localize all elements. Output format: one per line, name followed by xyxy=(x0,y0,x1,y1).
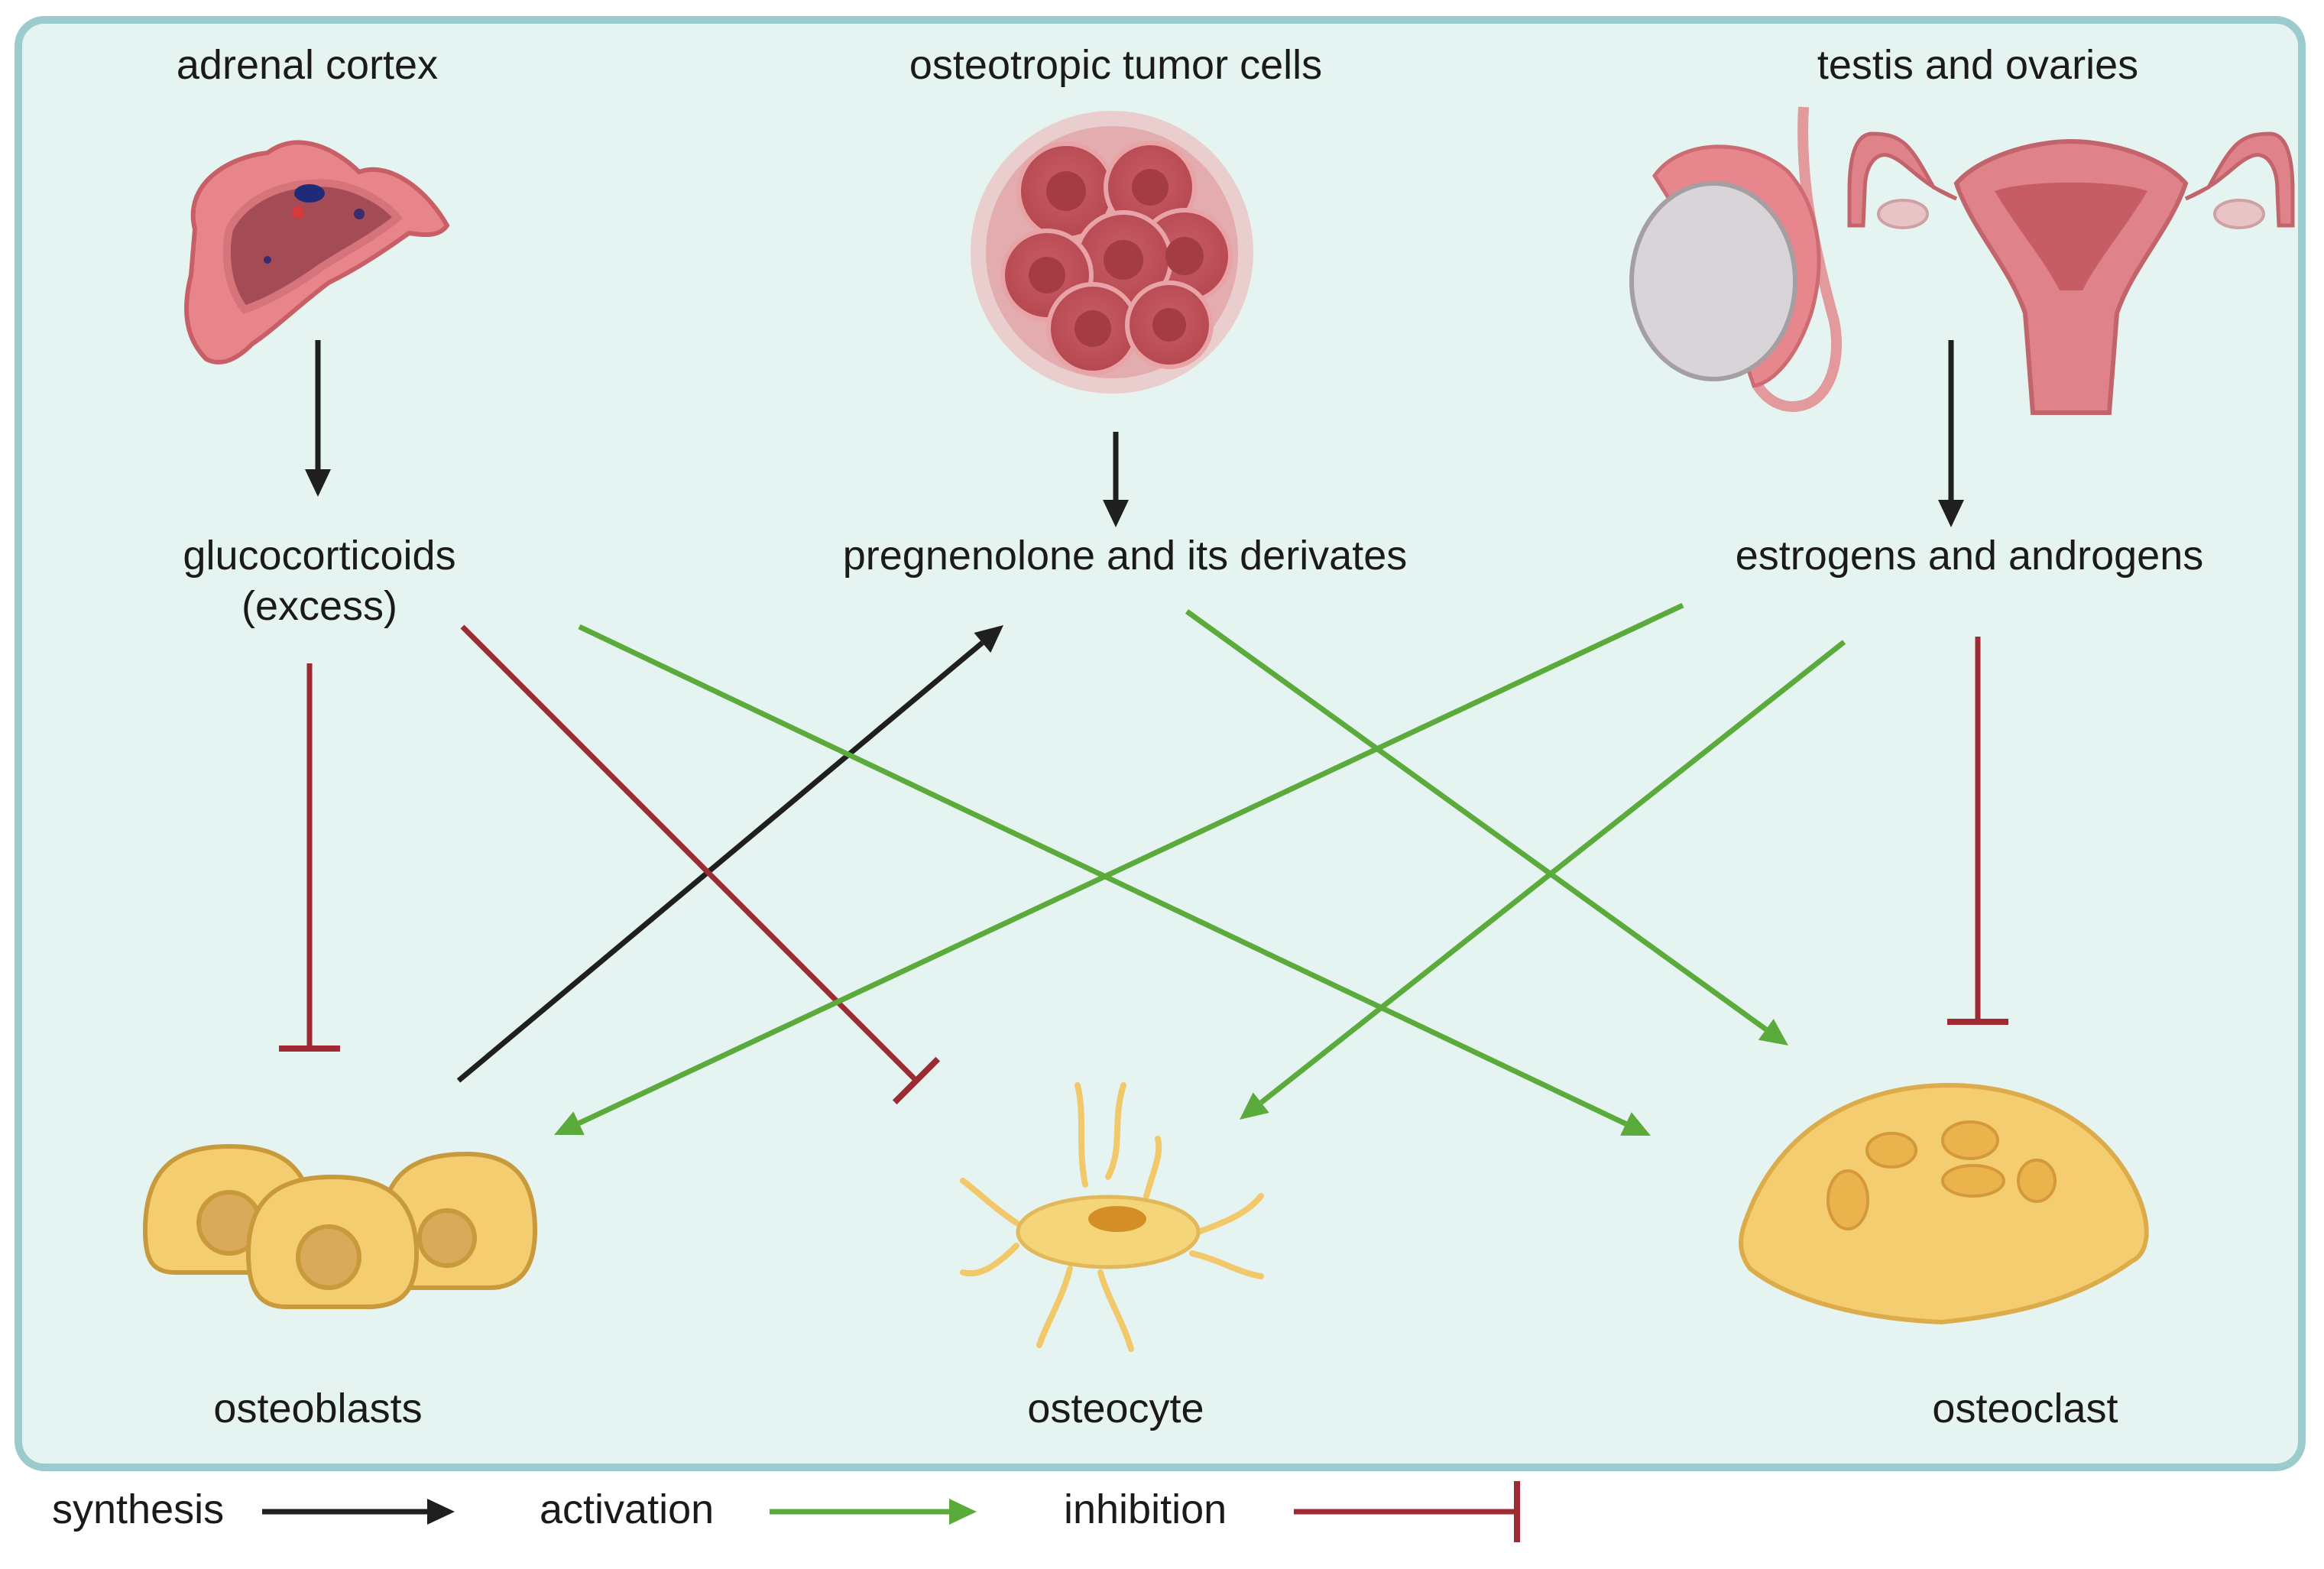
edge-sex-steroids-activate-osteocyte xyxy=(1240,640,1846,1120)
edge-glucocorticoids-inhibit-osteoblasts xyxy=(279,663,340,1052)
label-osteoclast: osteoclast xyxy=(1932,1386,2118,1431)
label-glucocorticoids: glucocorticoids xyxy=(183,533,456,579)
uterus-ovaries-icon xyxy=(1847,131,2295,415)
label-adrenal-cortex: adrenal cortex xyxy=(176,42,439,88)
legend-synthesis-label: synthesis xyxy=(52,1486,225,1532)
tumor-cells-icon xyxy=(971,111,1253,394)
label-osteocyte: osteocyte xyxy=(1027,1386,1204,1431)
edge-adrenal-to-glucocorticoids xyxy=(305,340,331,497)
legend-activation-line xyxy=(770,1499,977,1525)
label-osteoblasts: osteoblasts xyxy=(213,1386,423,1431)
osteoclast-icon xyxy=(1739,1082,2149,1325)
legend-synthesis-line xyxy=(262,1499,455,1525)
label-pregnenolone: pregnenolone and its derivates xyxy=(842,533,1408,579)
adrenal-cortex-icon xyxy=(184,140,450,365)
label-osteotropic-tumor-cells: osteotropic tumor cells xyxy=(909,42,1323,88)
edge-sex-steroids-activate-osteoblasts xyxy=(554,602,1684,1136)
edge-osteoblasts-to-pregnenolone xyxy=(456,625,1003,1083)
osteocyte-icon xyxy=(960,1082,1264,1352)
edge-glucocorticoids-inhibit-osteocyte xyxy=(460,624,941,1105)
edge-gonads-to-sex-steroids xyxy=(1938,340,1964,527)
edge-tumor-to-pregnenolone xyxy=(1103,432,1129,527)
osteoblasts-icon xyxy=(142,1143,538,1309)
legend-inhibition-label: inhibition xyxy=(1064,1486,1227,1532)
edge-sex-steroids-inhibit-osteoclast xyxy=(1947,637,2008,1025)
label-estrogens-androgens: estrogens and androgens xyxy=(1735,533,2204,579)
legend-activation-label: activation xyxy=(540,1486,715,1532)
edge-pregnenolone-activate-osteoclast xyxy=(1185,609,1788,1045)
panel xyxy=(15,16,2306,1471)
testis-icon xyxy=(1629,106,1842,412)
label-testis-and-ovaries: testis and ovaries xyxy=(1817,42,2139,88)
label-glucocorticoids-excess: (excess) xyxy=(241,583,398,629)
legend-inhibition-line xyxy=(1294,1481,1520,1542)
